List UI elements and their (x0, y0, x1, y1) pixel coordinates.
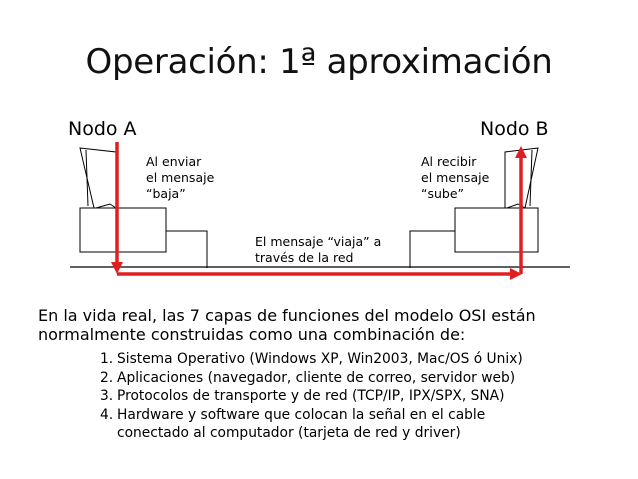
component-list: 1.Sistema Operativo (Windows XP, Win2003… (100, 350, 620, 443)
receive-note: Al recibir el mensaje “sube” (421, 154, 490, 201)
slide-title: Operación: 1ª aproximación (85, 42, 553, 82)
list-item: 4.Hardware y software que colocan la señ… (100, 406, 620, 443)
list-item: 1.Sistema Operativo (Windows XP, Win2003… (100, 350, 620, 369)
list-item-text: Aplicaciones (navegador, cliente de corr… (117, 369, 516, 386)
computer-a-icon (79, 147, 208, 268)
list-item-continuation: conectado al computador (tarjeta de red … (117, 425, 461, 441)
list-item-number: 1. (100, 351, 114, 367)
network-diagram (70, 142, 570, 280)
list-item-text: Hardware y software que colocan la señal… (117, 406, 486, 423)
explanation-paragraph: En la vida real, las 7 capas de funcione… (38, 306, 536, 344)
list-item-number: 2. (100, 369, 114, 386)
list-item-text: Protocolos de transporte y de red (TCP/I… (117, 388, 505, 404)
send-note: Al enviar el mensaje “baja” (146, 154, 215, 201)
travel-note: El mensaje “viaja” a través de la red (255, 234, 382, 265)
node-a-label: Nodo A (68, 118, 137, 140)
list-item: 3.Protocolos de transporte y de red (TCP… (100, 387, 620, 406)
list-item-text: Sistema Operativo (Windows XP, Win2003, … (117, 351, 523, 367)
list-item-number: 3. (100, 388, 114, 404)
list-item: 2.Aplicaciones (navegador, cliente de co… (100, 369, 620, 388)
node-b-label: Nodo B (480, 118, 549, 140)
list-item-number: 4. (100, 406, 114, 423)
